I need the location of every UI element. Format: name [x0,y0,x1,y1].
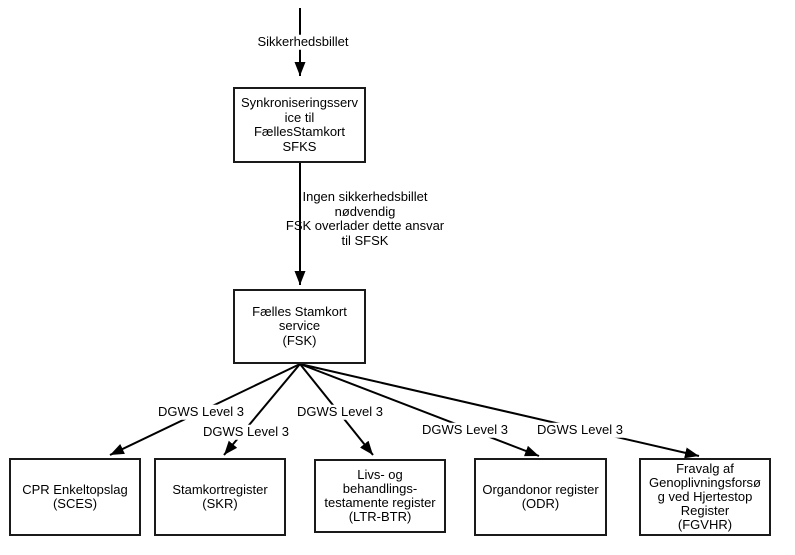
node-ltr-btr: Livs- og behandlings- testamente registe… [314,459,446,533]
edge-label-dgws-level3-sces: DGWS Level 3 [156,403,246,420]
node-fgvhr: Fravalg af Genoplivningsforsø g ved Hjer… [639,458,771,536]
edge-fsk-to-skr [223,363,301,456]
node-skr: Stamkortregister (SKR) [154,458,286,536]
edge-label-no-ticket-note: Ingen sikkerhedsbillet nødvendig FSK ove… [285,189,445,248]
node-fsk: Fælles Stamkort service (FSK) [233,289,366,364]
edge-fsk-to-odr [299,363,540,457]
edge-label-dgws-level3-odr: DGWS Level 3 [420,421,510,438]
node-sfks: Synkroniseringsserv ice til FællesStamko… [233,87,366,163]
edge-label-dgws-level3-skr: DGWS Level 3 [201,423,291,440]
edge-fsk-to-fgvhr [299,363,700,459]
edge-label-sikkerhedsbillet: Sikkerhedsbillet [255,33,351,50]
node-sces: CPR Enkeltopslag (SCES) [9,458,141,536]
edge-label-dgws-level3-ltr: DGWS Level 3 [295,403,385,420]
node-odr: Organdonor register (ODR) [474,458,607,536]
edge-label-dgws-level3-fgvhr: DGWS Level 3 [535,421,625,438]
